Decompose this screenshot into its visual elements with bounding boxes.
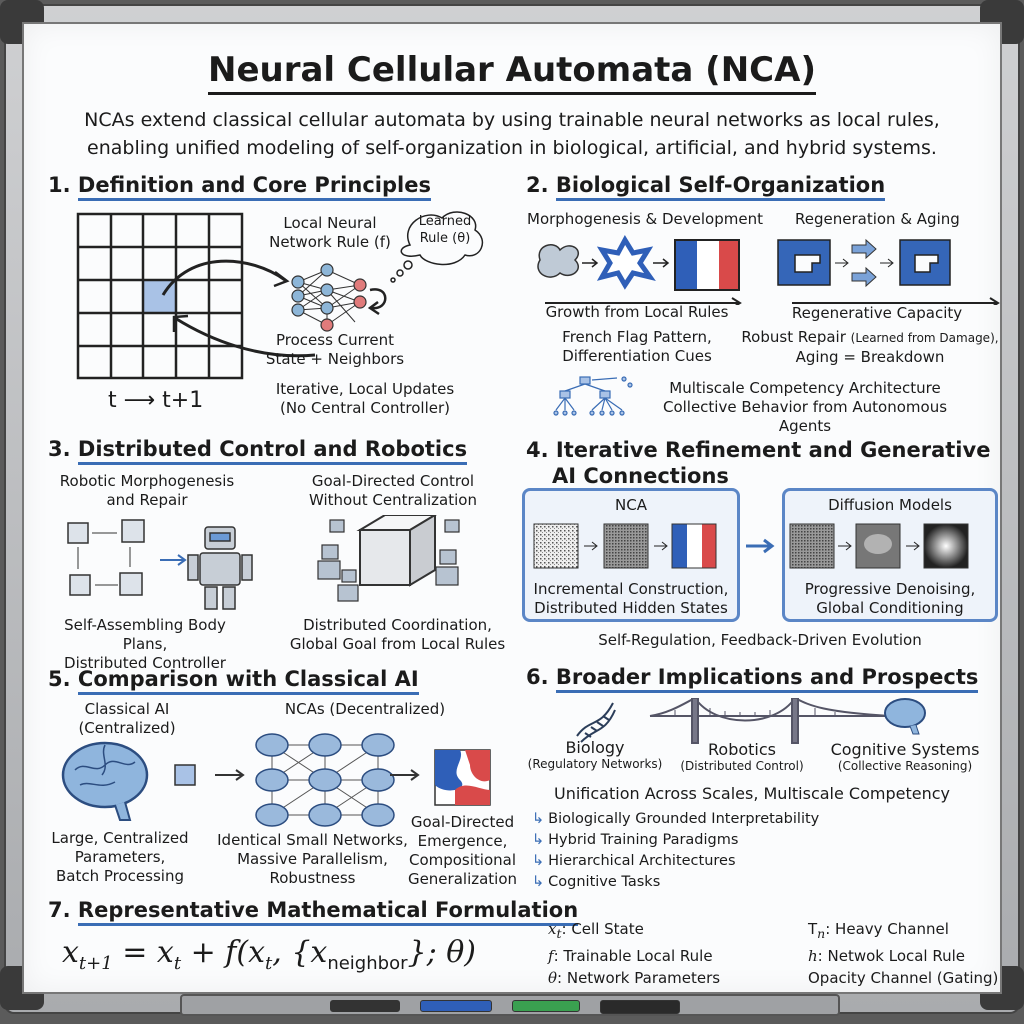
self-assembling-caption: Self-Assembling Body Plans,Distributed C…: [64, 616, 226, 672]
cognitive-systems-label: Cognitive Systems(Collective Reasoning): [830, 740, 980, 773]
brain-icon: [61, 741, 149, 821]
hierarchy-tree-icon: [553, 376, 633, 416]
comparison-illustration: [61, 733, 491, 827]
prospects-list: ↳Biologically Grounded Interpretability …: [532, 809, 819, 893]
section-1-heading: 1. Definition and Core Principles: [48, 173, 431, 201]
neural-network-icon: [297, 269, 361, 326]
section-6-heading: 6. Broader Implications and Prospects: [526, 665, 979, 693]
regeneration-label: Regeneration & Aging: [795, 210, 960, 228]
eraser[interactable]: [600, 1000, 680, 1014]
green-marker[interactable]: [512, 1000, 580, 1012]
section-7-heading: 7. Representative Mathematical Formulati…: [48, 898, 579, 926]
formula-legend-left: xt: Cell State f: Trainable Local Rule θ…: [548, 918, 720, 989]
french-flag-label: French Flag Pattern,Differentiation Cues: [562, 328, 712, 365]
list-item: ↳Hybrid Training Paradigms: [532, 832, 739, 848]
ncas-label: NCAs (Decentralized): [284, 700, 446, 718]
brain-icon: [884, 698, 926, 735]
self-regulation-caption: Self-Regulation, Feedback-Driven Evoluti…: [598, 631, 922, 649]
legend-item: xt: Cell State: [548, 920, 644, 941]
list-item: ↳Hierarchical Architectures: [532, 853, 736, 869]
bridge-icon: [649, 698, 891, 744]
regenerative-capacity-label: Regenerative Capacity: [791, 304, 963, 322]
black-marker[interactable]: [330, 1000, 400, 1012]
list-item: ↳Cognitive Tasks: [532, 874, 661, 890]
subtitle: NCAs extend classical cellular automata …: [84, 109, 940, 159]
list-item: ↳Biologically Grounded Interpretability: [532, 811, 820, 827]
thought-cloud-icon: [390, 211, 484, 283]
growth-label: Growth from Local Rules: [545, 303, 729, 321]
section-5-heading: 5. Comparison with Classical AI: [48, 667, 419, 695]
marker-tray: [180, 994, 840, 1016]
legend-item: Tn: Heavy Channel: [808, 920, 949, 941]
blue-marker[interactable]: [420, 1000, 492, 1012]
section-2-heading: 2. Biological Self-Organization: [526, 173, 886, 201]
time-step-label: t ⟶ t+1: [108, 388, 204, 413]
classical-ai-label: Classical AI(Centralized): [78, 700, 176, 737]
refinement-illustration: [533, 523, 969, 569]
nca-box-title: NCA: [615, 496, 647, 514]
robotics-illustration: [67, 515, 460, 610]
biology-label: Biology(Regulatory Networks): [527, 738, 663, 771]
repair-label: Robust Repair (Learned from Damage),Agin…: [741, 328, 999, 366]
diffusion-box-title: Diffusion Models: [828, 496, 952, 514]
morphogenesis-label: Morphogenesis & Development: [527, 210, 763, 228]
section-3-heading: 3. Distributed Control and Robotics: [48, 437, 468, 465]
distributed-coordination-caption: Distributed Coordination,Global Goal fro…: [289, 616, 506, 653]
nca-box-caption: Incremental Construction,Distributed Hid…: [533, 580, 729, 617]
cell-grid-diagram: [76, 211, 484, 380]
diffusion-box-caption: Progressive Denoising,Global Conditionin…: [804, 580, 976, 617]
nca-caption: Identical Small Networks,Massive Paralle…: [217, 831, 408, 887]
page-title: Neural Cellular Automata (NCA): [0, 50, 1024, 95]
implications-icons: [576, 698, 926, 744]
legend-item: h: Netwok Local Rule: [808, 947, 966, 965]
morphogenesis-illustration: [537, 235, 1000, 305]
legend-item: Opacity Channel (Gating): [808, 969, 999, 987]
legend-item: θ: Network Parameters: [548, 969, 721, 987]
unification-label: Unification Across Scales, Multiscale Co…: [554, 784, 950, 803]
iterative-updates-label: Iterative, Local Updates(No Central Cont…: [275, 380, 455, 417]
legend-item: f: Trainable Local Rule: [548, 947, 713, 965]
update-formula: xt+1 = xt + f(xt, {xneighbor}; θ): [62, 935, 476, 974]
dna-icon: [576, 702, 616, 743]
robotics-label: Robotics(Distributed Control): [680, 740, 804, 773]
robot-icon: [187, 526, 253, 610]
formula-legend-right: Tn: Heavy Channel h: Netwok Local Rule O…: [808, 918, 998, 989]
